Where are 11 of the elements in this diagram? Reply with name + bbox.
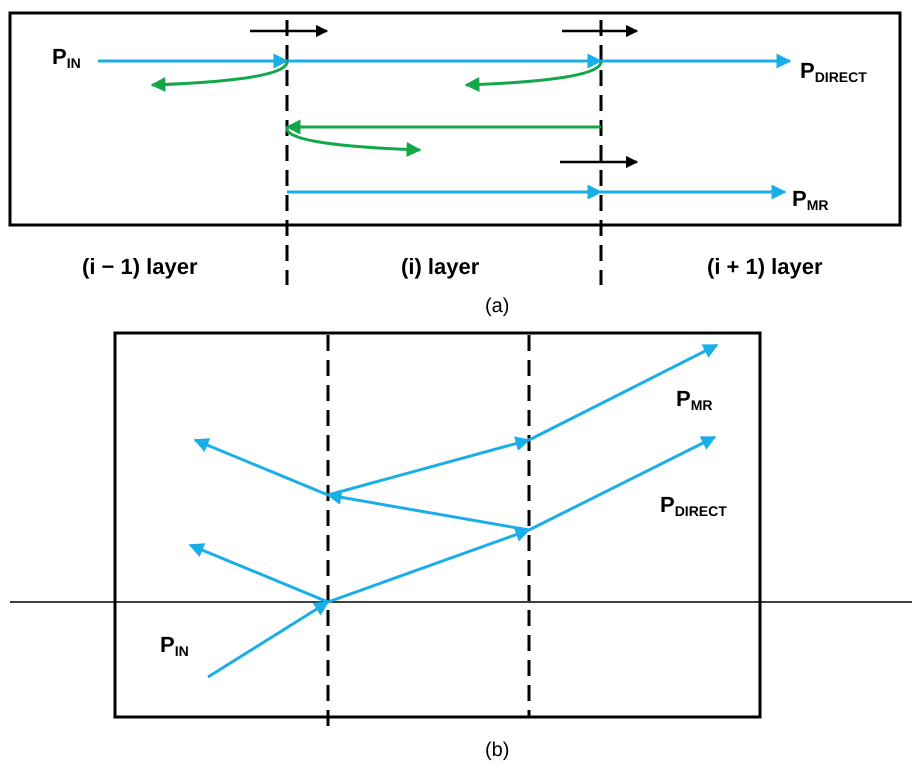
ray-label: P$_{DIRECT}$ <box>660 494 727 518</box>
layer-label: (i − 1) layer <box>82 256 198 278</box>
ray-label: P$_{IN}$ <box>52 46 81 70</box>
panel-caption: (a) <box>485 296 510 316</box>
ray-label: P$_{MR}$ <box>792 188 828 212</box>
panel-caption: (b) <box>485 740 510 760</box>
layer-label: (i + 1) layer <box>707 256 823 278</box>
ray-label: P$_{MR}$ <box>676 388 712 412</box>
ray-label: P$_{DIRECT}$ <box>800 60 867 84</box>
layer-label: (i) layer <box>401 256 480 278</box>
ray-label: P$_{IN}$ <box>160 634 189 658</box>
